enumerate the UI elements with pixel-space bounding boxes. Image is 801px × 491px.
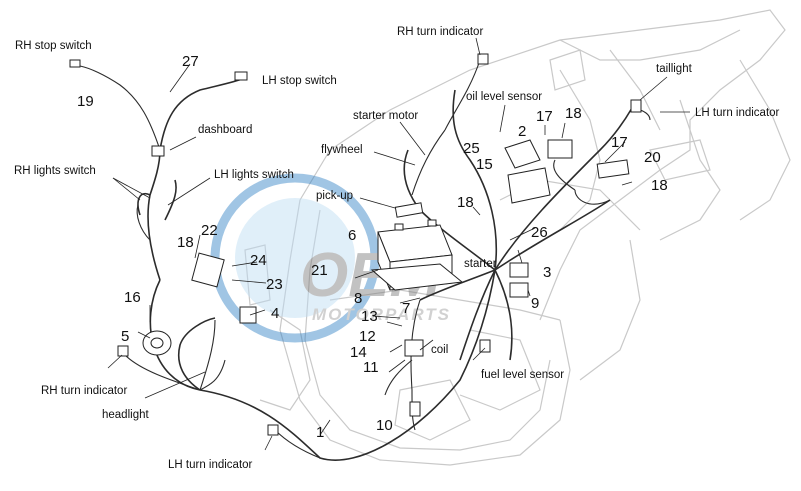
- rh-front-indicator-connector: [117, 345, 129, 357]
- watermark-globe: [235, 198, 355, 318]
- callout-4: 4: [271, 305, 279, 322]
- callout-6: 6: [348, 227, 356, 244]
- cdi-unit: [507, 167, 551, 204]
- label-oil-level-sensor: oil level sensor: [466, 91, 542, 103]
- callout-19: 19: [77, 93, 94, 110]
- label-starter-motor: starter motor: [353, 110, 418, 122]
- ignition-coil: [404, 339, 424, 357]
- harness: [79, 59, 651, 461]
- label-lh-lights-switch: LH lights switch: [214, 169, 294, 181]
- callout-11: 11: [363, 359, 379, 376]
- callout-18-right: 18: [651, 177, 668, 194]
- dashboard-connector: [151, 145, 165, 157]
- pick-up-connector: [394, 202, 424, 218]
- regulator-part: [504, 139, 541, 169]
- callout-18-top: 18: [565, 105, 582, 122]
- callout-21: 21: [311, 262, 328, 279]
- callout-12: 12: [359, 328, 376, 345]
- lh-front-indicator-connector: [267, 424, 279, 436]
- callout-15: 15: [476, 156, 493, 173]
- label-taillight: taillight: [656, 63, 693, 75]
- callout-23: 23: [266, 276, 283, 293]
- callout-2: 2: [518, 123, 526, 140]
- battery-tray: [370, 263, 464, 291]
- callout-13: 13: [361, 308, 378, 325]
- component-labels: RH stop switch LH stop switch dashboard …: [14, 26, 780, 471]
- taillight-connector: [630, 99, 642, 113]
- parts: [69, 53, 642, 436]
- callout-16: 16: [124, 289, 141, 306]
- flasher-unit: [596, 159, 630, 179]
- callout-25: 25: [463, 140, 480, 157]
- label-dashboard: dashboard: [198, 124, 252, 136]
- callout-27: 27: [182, 53, 199, 70]
- connector-10: [409, 401, 421, 417]
- starter-relay: [191, 252, 225, 288]
- leader-lines: [107, 37, 690, 451]
- horn-center: [150, 337, 164, 349]
- watermark-tagline: MOTORPARTS: [312, 305, 451, 324]
- fuse-holder: [239, 306, 257, 324]
- connector-9: [509, 282, 529, 298]
- label-flywheel: flywheel: [321, 144, 363, 156]
- connector-3: [509, 262, 529, 278]
- label-headlight: headlight: [102, 409, 149, 421]
- callout-8: 8: [354, 290, 362, 307]
- callout-17-right: 17: [611, 134, 628, 151]
- callout-10: 10: [376, 417, 393, 434]
- label-lh-turn-indicator-rear: LH turn indicator: [695, 107, 780, 119]
- label-pick-up: pick-up: [316, 190, 353, 202]
- callout-5: 5: [121, 328, 129, 345]
- label-lh-turn-indicator-front: LH turn indicator: [168, 459, 253, 471]
- callout-17-top: 17: [536, 108, 553, 125]
- callout-24: 24: [250, 252, 267, 269]
- callout-20: 20: [644, 149, 661, 166]
- callout-numbers: 1 2 3 4 5 6 7 8 9 10 11 12 13 14 15 16 1…: [77, 53, 668, 441]
- callout-26: 26: [531, 224, 548, 241]
- label-rh-turn-indicator-front: RH turn indicator: [41, 385, 127, 397]
- label-starter: starter: [464, 258, 497, 270]
- label-lh-stop-switch: LH stop switch: [262, 75, 337, 87]
- lh-stop-switch-connector: [234, 71, 248, 81]
- label-fuel-level-sensor: fuel level sensor: [481, 369, 564, 381]
- callout-3: 3: [543, 264, 551, 281]
- fuel-sensor-connector: [479, 339, 491, 353]
- callout-18-center: 18: [457, 194, 474, 211]
- callout-22: 22: [201, 222, 218, 239]
- callout-18-left: 18: [177, 234, 194, 251]
- callout-7: 7: [402, 300, 410, 317]
- callout-14: 14: [350, 344, 367, 361]
- callout-1: 1: [316, 424, 324, 441]
- relay-part: [547, 139, 573, 159]
- label-rh-turn-indicator-rear: RH turn indicator: [397, 26, 483, 38]
- rh-rear-indicator-connector: [477, 53, 489, 65]
- label-rh-lights-switch: RH lights switch: [14, 165, 96, 177]
- rh-stop-switch-connector: [69, 59, 81, 68]
- callout-9: 9: [531, 295, 539, 312]
- label-rh-stop-switch: RH stop switch: [15, 40, 92, 52]
- label-coil: coil: [431, 344, 448, 356]
